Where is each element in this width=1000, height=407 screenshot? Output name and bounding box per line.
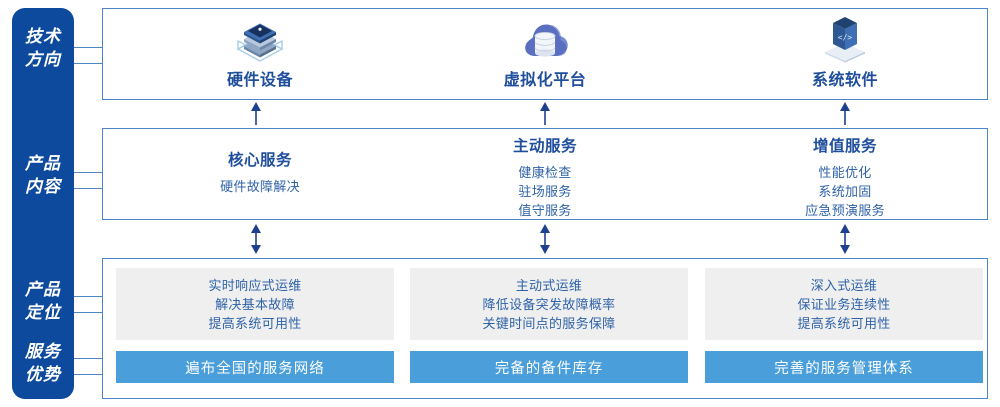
rail-label-service-advantage: 服务 优势: [12, 340, 74, 386]
connector-line: [74, 296, 102, 297]
rail-label-line: 产品: [25, 280, 61, 299]
positioning-list-item: 关键时间点的服务保障: [482, 315, 616, 331]
up-arrow-icon: [838, 102, 852, 126]
tech-column-title: 硬件设备: [226, 72, 293, 89]
tech-column-system-software: </> 系统软件: [700, 8, 990, 100]
positioning-list-item: 实时响应式运维: [208, 277, 302, 293]
rail-label-line: 优势: [25, 365, 61, 384]
tech-column-title: 系统软件: [811, 72, 878, 89]
content-column-value-added-service: 增值服务 性能优化 系统加固 应急预演服务: [700, 134, 990, 220]
advantage-bar-label: 完备的备件库存: [494, 360, 604, 377]
positioning-list-item: 解决基本故障: [215, 296, 295, 312]
svg-text:</>: </>: [838, 33, 853, 42]
advantage-bar-management-system: 完善的服务管理体系: [705, 351, 983, 383]
rail-label-line: 服务: [25, 342, 61, 361]
content-list-item: 驻场服务: [518, 184, 572, 199]
connector-line: [74, 312, 102, 313]
content-column-active-service: 主动服务 健康检查 驻场服务 值守服务: [400, 134, 690, 220]
category-rail: [12, 8, 74, 399]
positioning-list-item: 提高系统可用性: [208, 315, 302, 331]
advantage-bar-spare-parts: 完备的备件库存: [410, 351, 688, 383]
product-content-panel: [102, 128, 988, 220]
content-list-item: 健康检查: [518, 165, 572, 180]
positioning-box-deep: 深入式运维 保证业务连续性 提高系统可用性: [705, 268, 983, 340]
double-arrow-icon: [249, 224, 263, 254]
connector-line: [74, 63, 102, 64]
content-list-item: 值守服务: [518, 203, 572, 218]
content-column-title: 主动服务: [512, 138, 577, 155]
content-list-item: 应急预演服务: [805, 203, 885, 218]
tech-column-hardware: 硬件设备: [115, 8, 405, 100]
rail-label-line: 产品: [25, 154, 61, 173]
positioning-list-item: 提高系统可用性: [797, 315, 891, 331]
positioning-box-proactive: 主动式运维 降低设备突发故障概率 关键时间点的服务保障: [410, 268, 688, 340]
cloud-database-icon: [519, 16, 571, 64]
connector-line: [74, 172, 102, 173]
server-stack-icon: [234, 16, 286, 64]
advantage-bar-service-network: 遍布全国的服务网络: [116, 351, 394, 383]
laptop-code-icon: </>: [819, 16, 871, 64]
up-arrow-icon: [249, 102, 263, 126]
connector-line: [74, 47, 102, 48]
connector-line: [74, 358, 102, 359]
up-arrow-icon: [538, 102, 552, 126]
double-arrow-icon: [838, 224, 852, 254]
rail-label-line: 技术: [25, 27, 61, 46]
tech-column-virtualization: 虚拟化平台: [400, 8, 690, 100]
positioning-list-item: 降低设备突发故障概率: [482, 296, 616, 312]
content-column-core-service: 核心服务 硬件故障解决: [115, 148, 405, 196]
tech-column-title: 虚拟化平台: [503, 72, 587, 89]
positioning-box-realtime: 实时响应式运维 解决基本故障 提高系统可用性: [116, 268, 394, 340]
rail-label-line: 定位: [25, 303, 61, 322]
advantage-bar-label: 完善的服务管理体系: [774, 360, 914, 377]
content-list-item: 硬件故障解决: [220, 179, 300, 194]
content-column-title: 增值服务: [812, 138, 877, 155]
rail-label-line: 方向: [25, 50, 61, 69]
content-column-title: 核心服务: [227, 152, 292, 169]
connector-line: [74, 188, 102, 189]
positioning-list-item: 主动式运维: [515, 277, 583, 293]
positioning-list-item: 保证业务连续性: [797, 296, 891, 312]
content-list-item: 系统加固: [818, 184, 872, 199]
rail-label-tech-direction: 技术 方向: [12, 25, 74, 71]
advantage-bar-label: 遍布全国的服务网络: [185, 360, 325, 377]
double-arrow-icon: [538, 224, 552, 254]
rail-label-product-content: 产品 内容: [12, 152, 74, 198]
connector-line: [74, 374, 102, 375]
positioning-list-item: 深入式运维: [810, 277, 878, 293]
rail-label-line: 内容: [25, 177, 61, 196]
rail-label-product-positioning: 产品 定位: [12, 278, 74, 324]
content-list-item: 性能优化: [818, 165, 872, 180]
